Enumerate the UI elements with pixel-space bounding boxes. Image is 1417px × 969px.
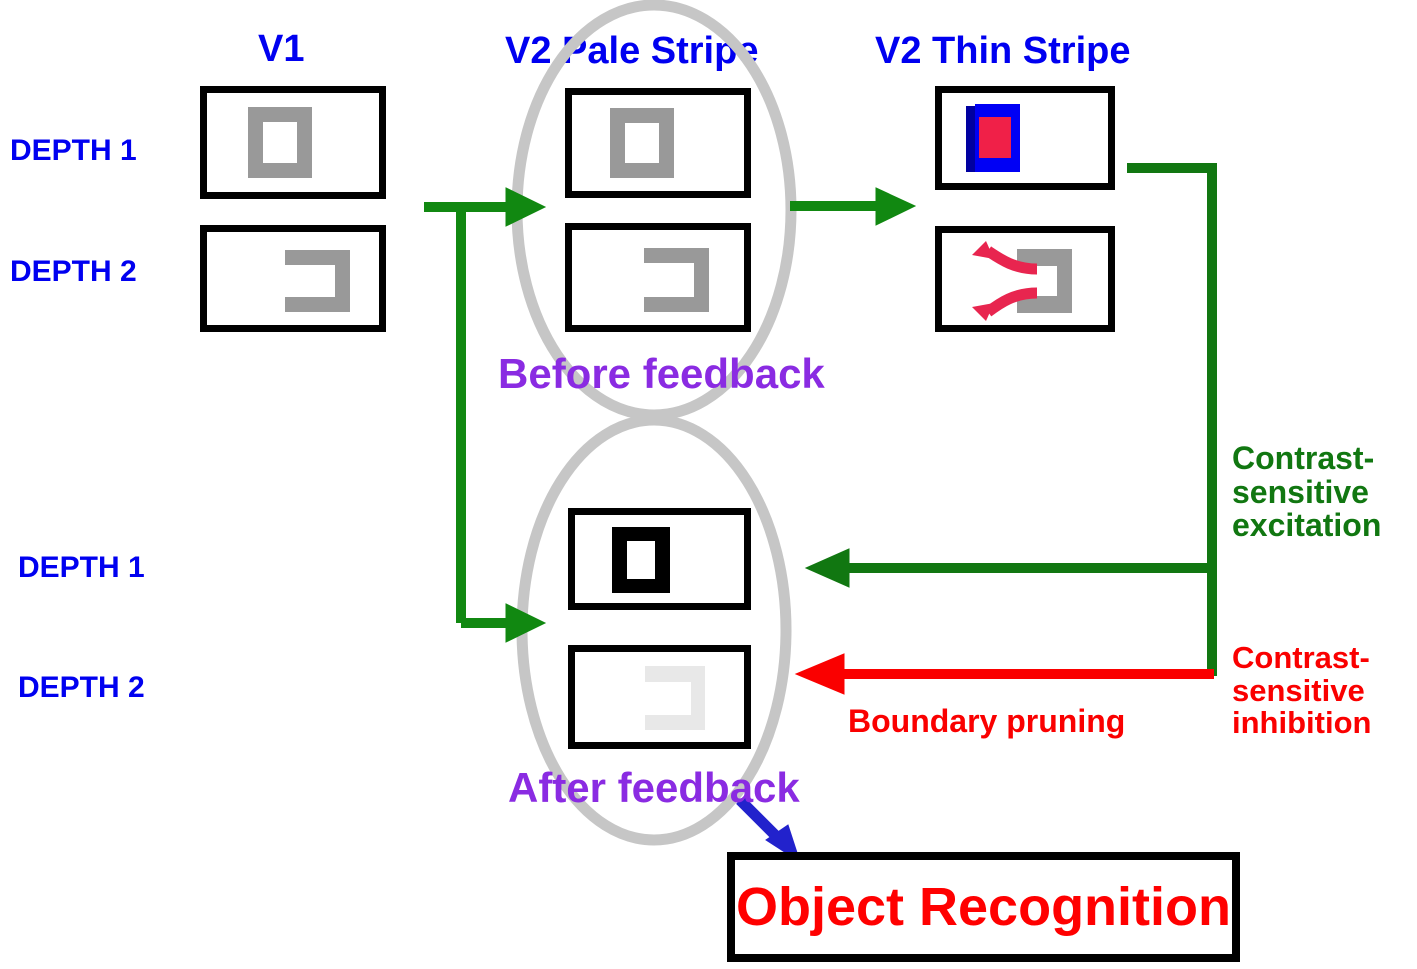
stage-label-before-feedback: Before feedback — [498, 350, 825, 397]
blue-red-filled-square-icon — [966, 104, 1020, 172]
annotation-contrast-sensitive-excitation: Contrast- sensitive excitation — [1232, 440, 1382, 544]
gray-c-shape-icon — [644, 248, 709, 312]
annotation-contrast-sensitive-inhibition: Contrast- sensitive inhibition — [1232, 640, 1372, 741]
panel-pale-depth2 — [565, 223, 751, 332]
gray-c-shape-icon — [285, 250, 350, 312]
black-square-outline-icon — [612, 527, 670, 593]
panel-thin-depth1 — [935, 86, 1115, 190]
gray-c-shape-with-red-arrows-icon — [972, 241, 1072, 321]
panel-after-depth2 — [568, 645, 751, 749]
column-heading-v1: V1 — [258, 28, 305, 70]
panel-pale-depth1 — [565, 88, 751, 198]
panel-v1-depth1 — [200, 86, 386, 199]
panel-v1-depth2 — [200, 225, 386, 332]
stage-label-after-feedback: After feedback — [508, 764, 800, 811]
annotation-boundary-pruning: Boundary pruning — [848, 703, 1126, 739]
column-heading-v2-thin-stripe: V2 Thin Stripe — [875, 30, 1131, 72]
gray-square-outline-icon — [248, 107, 312, 178]
faint-gray-c-shape-icon — [645, 666, 705, 730]
panel-after-depth1 — [568, 508, 751, 610]
depth-label-1-top: DEPTH 1 — [10, 134, 137, 167]
panel-thin-depth2 — [935, 226, 1115, 332]
object-recognition-label: Object Recognition — [735, 877, 1232, 937]
gray-square-outline-icon — [610, 108, 674, 178]
depth-label-1-bottom: DEPTH 1 — [18, 551, 145, 584]
depth-label-2-bottom: DEPTH 2 — [18, 671, 145, 704]
object-recognition-box: Object Recognition — [727, 852, 1240, 962]
depth-label-2-top: DEPTH 2 — [10, 255, 137, 288]
